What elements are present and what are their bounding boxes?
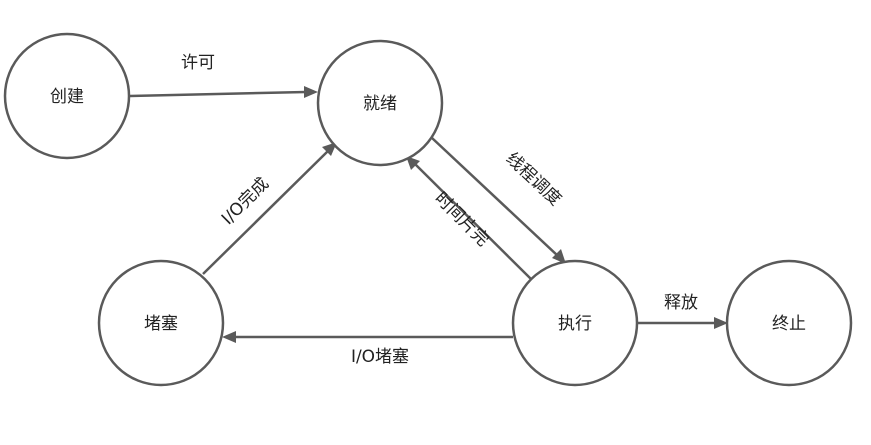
- edge-label-io-blocked: I/O堵塞: [351, 347, 409, 367]
- edge-running-to-ready: [406, 156, 532, 280]
- node-terminated-label: 终止: [772, 314, 806, 334]
- edge-label-release: 释放: [664, 293, 698, 313]
- node-ready: 就绪: [316, 39, 444, 167]
- node-create: 创建: [3, 32, 131, 160]
- node-ready-label: 就绪: [363, 94, 397, 114]
- node-running: 执行: [511, 259, 639, 387]
- node-blocked: 堵塞: [97, 259, 225, 387]
- node-running-label: 执行: [558, 314, 592, 334]
- edge-ready-to-running: [431, 137, 566, 264]
- edge-label-thread-scheduling: 线程调度: [502, 149, 565, 210]
- edge-create-to-ready: [129, 86, 318, 98]
- edge-label-time-slice-done: 时间片完: [430, 188, 492, 250]
- node-terminated: 终止: [725, 259, 853, 387]
- edge-label-io-complete: I/O完成: [218, 174, 273, 229]
- edge-running-to-blocked: [222, 331, 513, 343]
- edge-label-permit: 许可: [181, 53, 215, 73]
- edge-running-to-terminated: [637, 317, 728, 329]
- node-create-label: 创建: [50, 87, 84, 107]
- node-blocked-label: 堵塞: [144, 314, 178, 334]
- edge-blocked-to-ready: [202, 142, 337, 275]
